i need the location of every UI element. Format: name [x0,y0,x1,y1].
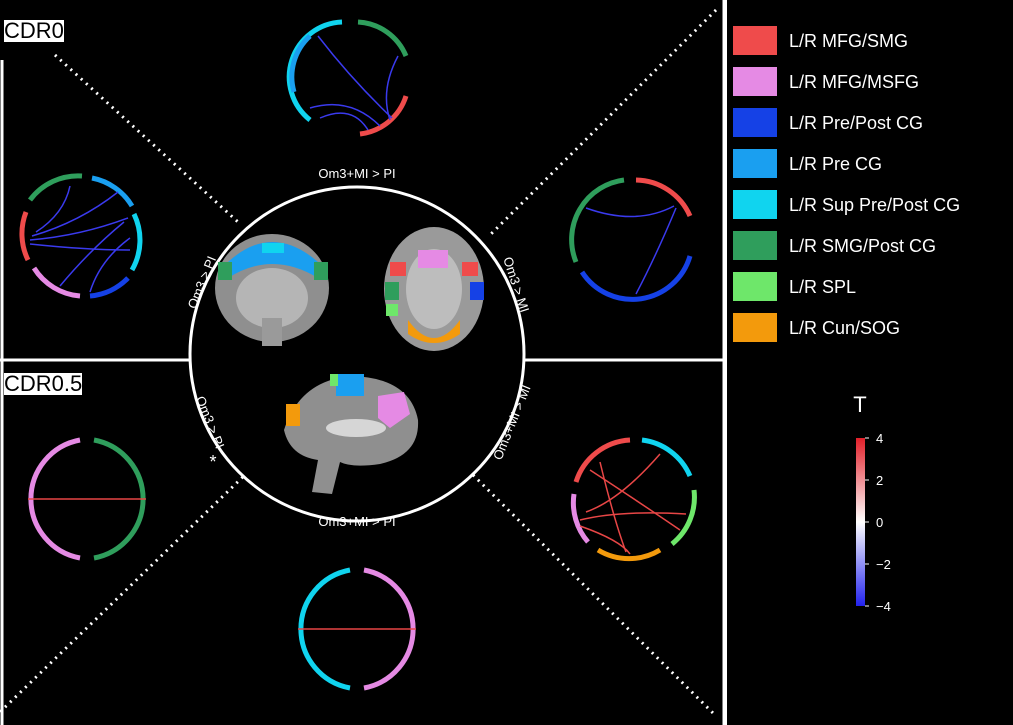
chord-diagram-bottom-left [28,437,146,561]
chord-top-arc-blue [289,34,312,93]
chord-tr-edge-1 [585,205,675,218]
chord-br-edge-1 [589,469,681,531]
sagittal-brain-slice [284,374,419,494]
axial-roi-smg-left [385,282,399,300]
axial-roi-msfg [418,250,448,268]
chord-tl-edge-3 [31,191,119,237]
coronal-brainstem [262,318,282,346]
chord-tr-arc-red [635,177,693,218]
legend-swatch [733,108,777,137]
panel-label-cdr05: CDR0.5 [4,371,83,396]
chord-br-arc-cyan [641,437,693,478]
chord-top-arc-red [359,95,409,137]
chord-top-edge-1 [317,35,393,119]
t-colorbar: T 4 2 0 −2 −4 [853,392,891,614]
colorbar-tick-label: −4 [876,599,891,614]
coronal-roi-smg-right [314,262,328,280]
chord-tl-arc-pink [31,266,81,299]
colorbar-tick-label: 4 [876,431,883,446]
chord-diagram-top-left [19,173,143,299]
chord-br-edge-4 [579,525,631,555]
axial-roi-mfg-right [462,262,478,276]
chord-tl-arc-cyan [129,212,143,272]
chord-tl-edge-1 [29,217,129,241]
legend-swatch [733,231,777,260]
central-circle-outline [188,185,526,523]
legend-swatch [733,26,777,55]
contrast-label-bottom-left-marker: * [209,452,216,472]
chord-tl-edge-2 [29,243,131,251]
legend-swatch [733,190,777,219]
legend-swatch [733,313,777,342]
chord-tr-edge-2 [635,207,677,295]
contrast-label-bottom: Om3+MI > PI [318,514,395,529]
sagittal-roi-precg [336,374,364,396]
colorbar-gradient [856,438,865,606]
chord-br-arc-orange [596,547,662,562]
chord-br-arc-pink [570,493,590,544]
sagittal-corpus [326,419,386,437]
chord-diagram-top-right [569,177,693,302]
legend-swatch [733,272,777,301]
chord-diagram-bottom-right [570,437,697,562]
chord-br-edge-3 [579,512,687,521]
axial-roi-mfg-left [390,262,406,276]
sagittal-roi-cun [286,404,300,426]
sagittal-roi-spl [330,374,338,386]
diagonal-dotted-lines [0,8,718,718]
coronal-roi-smg-left [218,262,232,280]
chord-diagram-top [286,19,409,137]
sagittal-roi-msfg [378,392,410,428]
central-brain-circle [188,185,526,523]
chord-top-edge-3 [319,112,369,131]
colorbar-tick-label: 0 [876,515,883,530]
diagonal-bottom-left [0,468,252,714]
axial-roi-cun [408,320,460,343]
legend-label: L/R MFG/SMG [789,31,908,51]
legend-swatch [733,149,777,178]
chord-tl-arc-green [27,173,83,202]
axial-brain-inner [406,249,462,329]
colorbar-tick-label: −2 [876,557,891,572]
legend-label: L/R Pre CG [789,154,882,174]
axial-brain-slice [384,227,484,351]
colorbar-tick-label: 2 [876,473,883,488]
chord-top-arc-green [357,19,409,58]
chord-top-edge-2 [309,103,381,127]
chord-tr-arc-green [569,177,625,263]
chord-br-edge-5 [599,461,627,553]
chord-top-edge-4 [385,55,399,121]
legend-label: L/R Sup Pre/Post CG [789,195,960,215]
chord-tl-arc-navy [89,276,130,299]
chord-tr-arc-navy [579,255,693,302]
chord-tl-arc-blue [91,175,135,208]
coronal-roi-sup [262,243,284,253]
chord-tl-edge-6 [35,185,71,233]
chord-br-arc-lightgreen [670,489,697,546]
chord-tl-arc-red [19,211,31,262]
panel-label-cdr0: CDR0 [4,18,64,43]
colorbar-title: T [853,392,866,417]
legend-swatch [733,67,777,96]
coronal-brain-inner [236,268,308,328]
coronal-roi-pre-cg [228,242,318,278]
axial-roi-precg-right [470,282,484,300]
chord-tl-edge-4 [59,221,125,287]
legend-label: L/R MFG/MSFG [789,72,919,92]
chord-tl-edge-5 [89,237,131,293]
legend-label: L/R SPL [789,277,856,297]
contrast-label-top: Om3+MI > PI [318,166,395,181]
colorbar-ticks: 4 2 0 −2 −4 [865,431,891,614]
coronal-brain-slice [215,234,329,346]
region-legend: L/R MFG/SMG L/R MFG/MSFG L/R Pre/Post CG L/… [733,26,960,342]
legend-label: L/R Pre/Post CG [789,113,923,133]
legend-label: L/R Cun/SOG [789,318,900,338]
chord-br-edge-2 [585,453,661,513]
chord-diagram-bottom [298,567,416,691]
axial-roi-spl [386,304,398,316]
legend-label: L/R SMG/Post CG [789,236,936,256]
chord-br-arc-red [573,437,631,483]
